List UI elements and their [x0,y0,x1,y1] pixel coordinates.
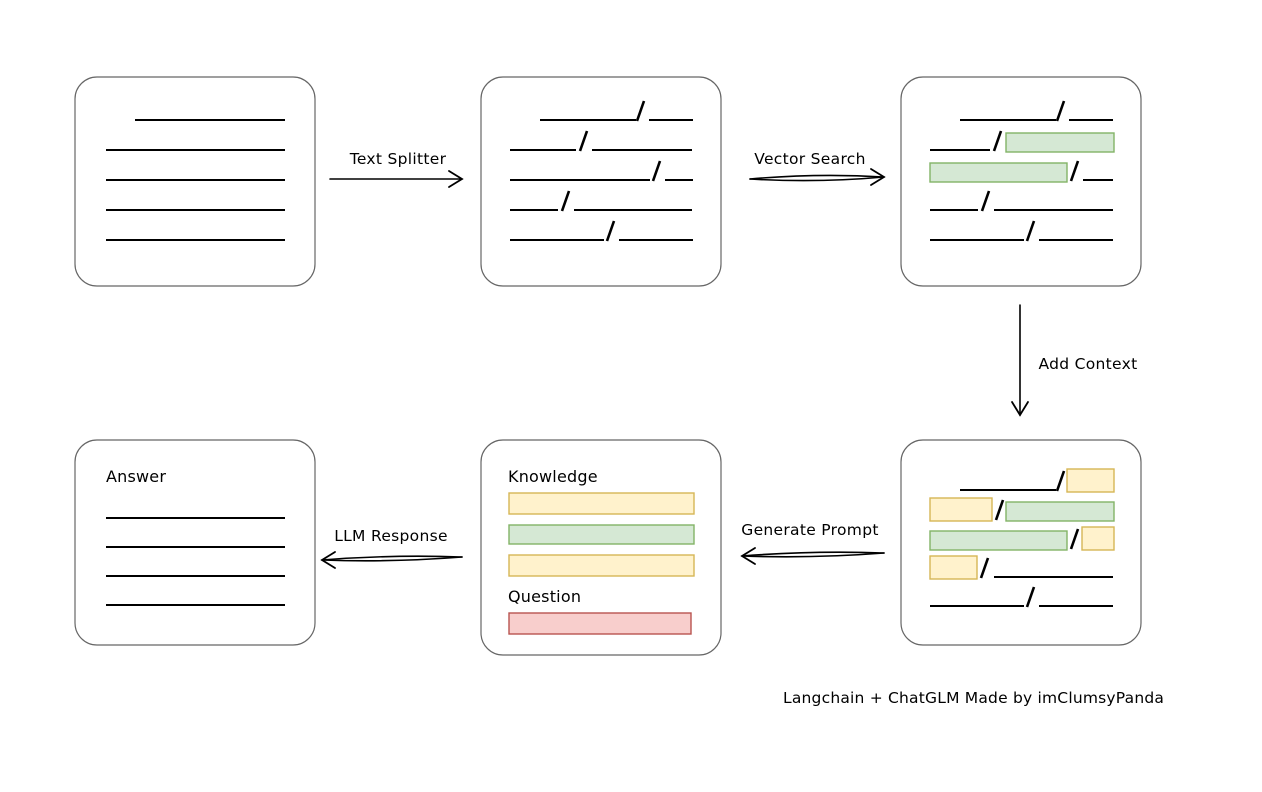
edge-label-add-context: Add Context [1039,355,1138,373]
arrow-head [1011,401,1029,417]
node-source-document [74,76,316,287]
chunk-separator-slash [1025,220,1036,242]
highlight-chunk-green [929,530,1068,551]
text-row [930,586,1113,608]
text-row [510,220,693,242]
box-outline-source-document [74,76,316,287]
arrow-shaft [321,555,463,561]
node-split-chunks [480,76,722,287]
text-row [930,220,1113,242]
edge-label-text-splitter: Text Splitter [349,150,447,168]
text-row [929,526,1115,551]
edge-vector-search: Vector Search [749,150,886,186]
edge-label-llm-response: LLM Response [334,527,448,545]
text-row [540,100,693,122]
highlight-chunk-yellow [1081,526,1115,551]
highlight-chunk-yellow [929,497,993,522]
chunk-separator-slash [605,220,616,242]
text-row [930,190,1113,212]
heading-answer: Answer [106,467,166,486]
edge-label-generate-prompt: Generate Prompt [741,521,878,539]
chunk-separator-slash [980,190,991,212]
edge-generate-prompt: Generate Prompt [740,521,885,565]
text-row [930,130,1115,153]
chunk-separator-slash [560,190,571,212]
chunk-separator-slash [1069,528,1080,550]
node-vector-matches [900,76,1142,287]
edge-add-context: Add Context [1011,304,1138,417]
text-row [929,160,1113,183]
chunk-separator-slash [979,557,990,579]
arrow-shaft-secondary [741,552,885,558]
highlight-chunk-green [1005,501,1115,522]
prompt-bar-red [508,612,692,635]
edge-text-splitter: Text Splitter [329,150,464,188]
node-answer: Answer [74,439,316,646]
chunk-separator-slash [1055,100,1066,122]
credit-label: Langchain + ChatGLM Made by imClumsyPand… [783,689,1164,707]
highlight-chunk-yellow [1066,468,1115,493]
highlight-chunk-green [1005,132,1115,153]
text-row [929,555,1113,580]
chunk-separator-slash [1025,586,1036,608]
chunk-separator-slash [1055,470,1066,492]
arrow-head [740,547,756,565]
arrow-shaft [741,551,885,557]
edge-label-vector-search: Vector Search [754,150,865,168]
text-row [510,190,692,212]
credit-layer: Langchain + ChatGLM Made by imClumsyPand… [783,689,1164,707]
text-row [960,468,1115,493]
prompt-bar-green [508,524,695,545]
highlight-chunk-yellow [929,555,978,580]
text-row [929,497,1115,522]
arrow-head [448,170,464,188]
text-row [510,160,693,182]
prompt-bar-yellow [508,492,695,515]
chunk-separator-slash [635,100,646,122]
heading-knowledge: Knowledge [508,467,598,486]
arrow-shaft [749,174,885,180]
chunk-separator-slash [1069,160,1080,182]
chunk-separator-slash [994,499,1005,521]
chunk-separator-slash [651,160,662,182]
box-outline-answer [74,439,316,646]
highlight-chunk-green [929,162,1068,183]
node-context-chunks [900,439,1142,646]
arrow-shaft-secondary [321,556,463,562]
arrow-head [870,168,886,186]
text-row [510,130,692,152]
box-outline-split-chunks [480,76,722,287]
edge-llm-response: LLM Response [320,527,463,569]
prompt-bar-yellow [508,554,695,577]
heading-question: Question [508,587,581,606]
arrow-head [320,551,336,569]
chunk-separator-slash [992,130,1003,152]
chunk-separator-slash [578,130,589,152]
arrow-shaft-secondary [749,176,885,182]
text-row [960,100,1113,122]
